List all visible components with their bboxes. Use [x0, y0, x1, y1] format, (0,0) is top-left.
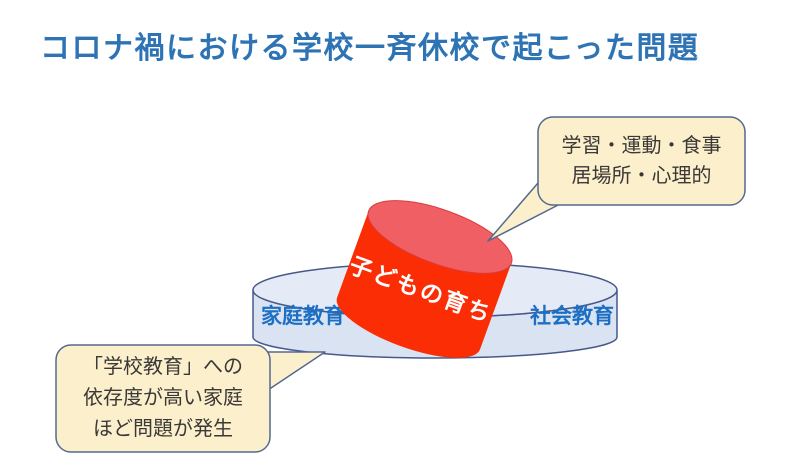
child-cylinder: 子どもの育ち	[336, 200, 513, 358]
callout-dependency-box	[55, 344, 271, 453]
child-cylinder-top	[367, 200, 513, 274]
callout-dependency-line-1: 「学校教育」への	[83, 356, 243, 378]
family-education-label: 家庭教育	[261, 304, 345, 328]
callout-dependency-line-3: ほど問題が発生	[93, 418, 233, 440]
social-education-label: 社会教育	[529, 304, 614, 328]
callout-impacts: 学習・運動・食事 居場所・心理的	[538, 117, 745, 205]
callout-impacts-line-1: 学習・運動・食事	[561, 135, 722, 157]
callout-dependency-line-2: 依存度が高い家庭	[83, 387, 243, 409]
callout-dependency: 「学校教育」への 依存度が高い家庭 ほど問題が発生	[56, 345, 270, 452]
callout-impacts-line-2: 居場所・心理的	[571, 165, 712, 187]
page-title: コロナ禍における学校一斉休校で起こった問題	[40, 32, 700, 65]
callout-impacts-box	[537, 116, 746, 206]
child-cylinder-body	[336, 211, 512, 358]
